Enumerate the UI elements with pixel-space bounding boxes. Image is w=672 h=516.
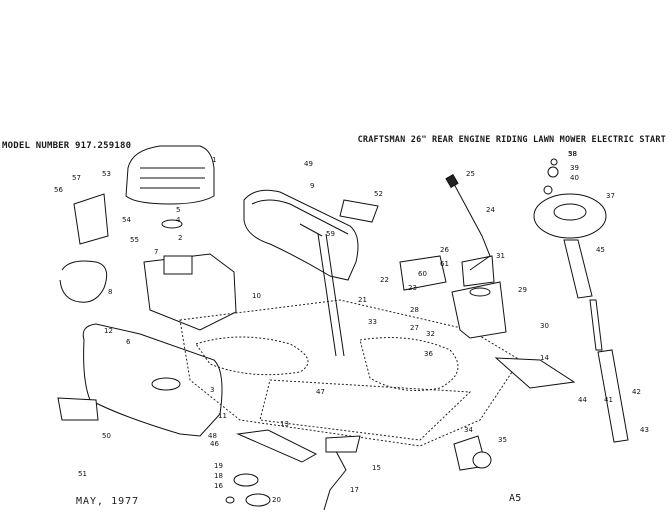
callout-48: 48 <box>208 432 217 440</box>
callout-20: 20 <box>272 496 281 504</box>
callout-51: 51 <box>78 470 87 478</box>
callout-22: 22 <box>380 276 389 284</box>
seat-mount <box>143 253 237 331</box>
callout-39: 39 <box>570 164 579 172</box>
callout-52: 52 <box>374 190 383 198</box>
callout-61: 61 <box>440 260 449 268</box>
callout-16: 16 <box>214 482 223 490</box>
callout-24: 24 <box>486 206 495 214</box>
callout-47: 47 <box>316 388 325 396</box>
callout-15: 15 <box>372 464 381 472</box>
callout-10: 10 <box>252 292 261 300</box>
callout-58: 58 <box>568 150 577 158</box>
callout-4: 4 <box>176 216 181 224</box>
callout-27: 27 <box>410 324 419 332</box>
callout-23: 23 <box>408 284 417 292</box>
callout-49: 49 <box>304 160 313 168</box>
page-code: A5 <box>509 493 522 504</box>
wire-harness <box>59 260 108 303</box>
rear-hood <box>243 189 379 281</box>
foot-pads <box>236 357 576 463</box>
callout-33: 33 <box>368 318 377 326</box>
callout-12: 12 <box>104 327 113 335</box>
fuel-tank <box>451 255 507 339</box>
diagram-title: CRAFTSMAN 26" REAR ENGINE RIDING LAWN MO… <box>357 135 666 145</box>
callout-18: 18 <box>214 472 223 480</box>
revision-date: MAY, 1977 <box>76 496 140 507</box>
model-number: MODEL NUMBER 917.259180 <box>2 141 132 151</box>
callout-56: 56 <box>54 186 63 194</box>
callout-42: 42 <box>632 388 641 396</box>
callout-57: 57 <box>72 174 81 182</box>
callout-3: 3 <box>210 386 214 394</box>
callout-41: 41 <box>604 396 613 404</box>
callout-37: 37 <box>606 192 615 200</box>
callout-5: 5 <box>176 206 180 214</box>
callout-40: 40 <box>570 174 579 182</box>
seat <box>125 145 215 229</box>
linkage-rods <box>299 223 447 357</box>
main-frame <box>179 299 521 447</box>
callout-19: 19 <box>214 462 223 470</box>
callout-29: 29 <box>518 286 527 294</box>
callout-2: 2 <box>178 234 182 242</box>
callout-36: 36 <box>424 350 433 358</box>
callout-25: 25 <box>466 170 475 178</box>
callout-50: 50 <box>102 432 111 440</box>
callout-9: 9 <box>310 182 314 190</box>
callout-46: 46 <box>210 440 219 448</box>
callout-1: 1 <box>212 156 216 164</box>
steering-assembly <box>533 158 629 443</box>
callout-30: 30 <box>540 322 549 330</box>
callout-60: 60 <box>418 270 427 278</box>
callout-54: 54 <box>122 216 131 224</box>
callout-32: 32 <box>426 330 435 338</box>
bracket <box>57 397 99 421</box>
pedal-assembly <box>225 435 361 511</box>
shift-lever <box>445 173 491 271</box>
callout-21: 21 <box>358 296 367 304</box>
callout-31: 31 <box>496 252 505 260</box>
callout-28: 28 <box>410 306 419 314</box>
callout-6: 6 <box>126 338 131 346</box>
callout-26: 26 <box>440 246 449 254</box>
callout-35: 35 <box>498 436 507 444</box>
side-plate <box>453 435 492 471</box>
callout-14: 14 <box>540 354 549 362</box>
callout-59: 59 <box>326 230 335 238</box>
callout-45: 45 <box>596 246 605 254</box>
callout-17: 17 <box>350 486 359 494</box>
callout-55: 55 <box>130 236 139 244</box>
callout-44: 44 <box>578 396 587 404</box>
callout-38: 38 <box>568 150 577 158</box>
callout-34: 34 <box>464 426 473 434</box>
callout-13: 13 <box>280 420 289 428</box>
callout-43: 43 <box>640 426 649 434</box>
callout-11: 11 <box>218 412 227 420</box>
seat-bracket <box>73 193 109 245</box>
callout-labels: 1 2 3 4 5 6 7 8 9 10 11 12 13 14 15 16 1… <box>54 150 649 504</box>
callout-7: 7 <box>154 248 158 256</box>
callout-53: 53 <box>102 170 111 178</box>
callout-8: 8 <box>108 288 112 296</box>
front-cover <box>82 323 223 437</box>
